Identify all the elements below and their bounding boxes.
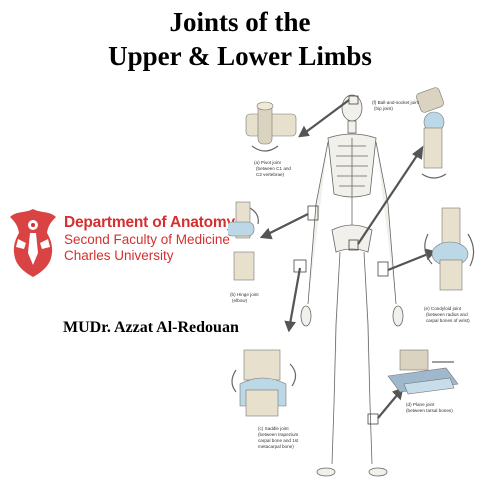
- ball-socket-caption-2: (hip joint): [374, 106, 393, 111]
- ball-socket-caption-1: (f) Ball-and-socket joint: [372, 100, 420, 105]
- condyloid-joint-caption-2: (between radius and: [426, 312, 468, 317]
- condyloid-joint-caption-3: carpal bones of wrist): [426, 318, 470, 323]
- saddle-joint-caption-4: metacarpal bone): [258, 444, 294, 449]
- department-block: Department of Anatomy Second Faculty of …: [64, 214, 235, 264]
- pivot-joint-icon: [245, 101, 297, 152]
- saddle-joint-caption-2: (between trapezium: [258, 432, 299, 437]
- plane-joint-icon: [387, 349, 459, 395]
- faculty-name: Second Faculty of Medicine: [64, 232, 230, 247]
- saddle-joint-icon: [231, 349, 297, 417]
- author-name: MUDr. Azzat Al-Redouan: [63, 319, 239, 336]
- plane-joint-caption-2: (between tarsal bones): [406, 408, 453, 413]
- skeleton-figure: [300, 94, 404, 477]
- pivot-joint-caption-2: (between C1 and: [256, 166, 291, 171]
- slide-title-line1: Joints of the: [169, 7, 311, 37]
- slide-title-line2: Upper & Lower Limbs: [108, 41, 372, 71]
- saddle-joint-caption-1: (c) Saddle joint: [258, 426, 289, 431]
- ball-and-socket-joint-icon: [416, 87, 447, 179]
- hinge-joint-icon: [228, 201, 259, 281]
- hinge-joint-caption-2: (elbow): [232, 298, 248, 303]
- joints-skeleton-illustration: (a) Pivot joint (between C1 and C2 verte…: [228, 87, 475, 477]
- faculty-logo-icon: [10, 209, 56, 277]
- plane-joint-caption-1: (d) Plane joint: [406, 402, 435, 407]
- saddle-joint-caption-3: carpal bone and 1st: [258, 438, 299, 443]
- department-name: Department of Anatomy: [64, 214, 235, 231]
- university-name: Charles University: [64, 248, 174, 263]
- pivot-joint-caption-1: (a) Pivot joint: [254, 160, 282, 165]
- pivot-joint-caption-3: C2 vertebrae): [256, 172, 285, 177]
- condyloid-joint-icon: [424, 207, 475, 291]
- hinge-joint-caption-1: (b) Hinge joint: [230, 292, 259, 297]
- condyloid-joint-caption-1: (e) Condyloid joint: [424, 306, 462, 311]
